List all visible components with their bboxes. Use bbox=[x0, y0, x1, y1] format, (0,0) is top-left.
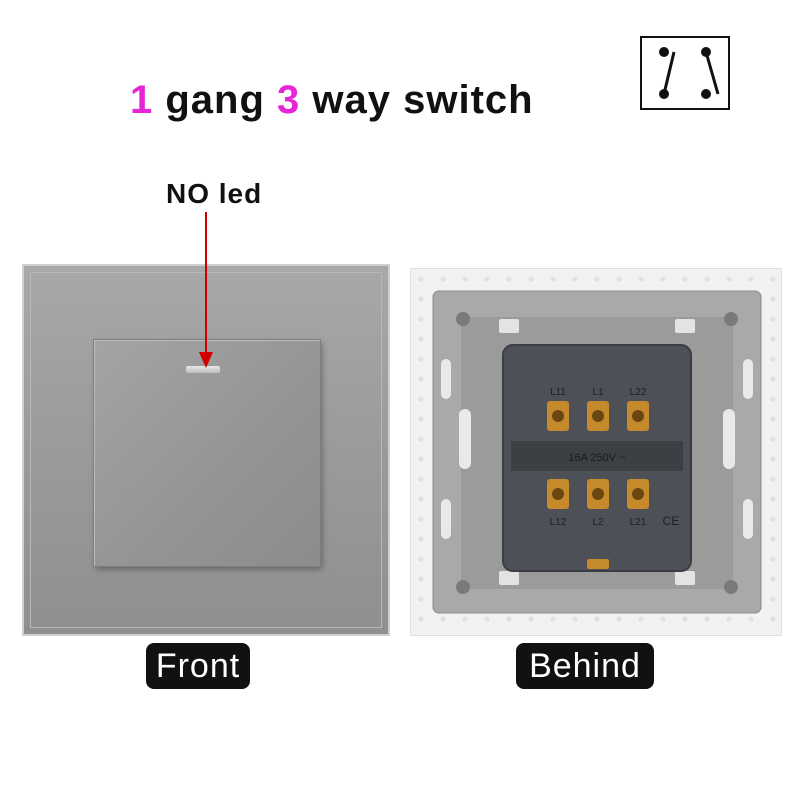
gang-number: 1 bbox=[130, 78, 154, 122]
terminal-label-bottom-2: L2 bbox=[592, 517, 604, 528]
back-panel: L11 L1 L22 16A 250V ~ L12 L2 L21 CE bbox=[410, 268, 782, 636]
terminal-label-top-2: L1 bbox=[592, 387, 604, 398]
rating-text: 16A 250V ~ bbox=[568, 452, 625, 464]
terminal-label-top-3: L22 bbox=[630, 387, 647, 398]
page-title: 1 gang 3 way switch bbox=[130, 78, 630, 134]
terminal-label-top-1: L11 bbox=[550, 387, 566, 398]
two-way-switch-symbol-icon bbox=[640, 36, 730, 110]
switch-mechanism: L11 L1 L22 16A 250V ~ L12 L2 L21 CE bbox=[432, 290, 762, 614]
front-panel bbox=[22, 264, 390, 636]
front-label: Front bbox=[146, 643, 250, 689]
way-word: way switch bbox=[312, 78, 534, 122]
led-indicator-bar bbox=[186, 366, 220, 373]
no-led-annotation: NO led bbox=[166, 178, 263, 209]
terminal-label-bottom-3: L21 bbox=[630, 517, 647, 528]
ce-mark: CE bbox=[663, 514, 680, 528]
behind-label: Behind bbox=[516, 643, 654, 689]
rocker-button bbox=[94, 340, 320, 566]
terminal-label-bottom-1: L12 bbox=[550, 517, 567, 528]
way-number: 3 bbox=[277, 78, 301, 122]
gang-word: gang bbox=[165, 78, 265, 122]
